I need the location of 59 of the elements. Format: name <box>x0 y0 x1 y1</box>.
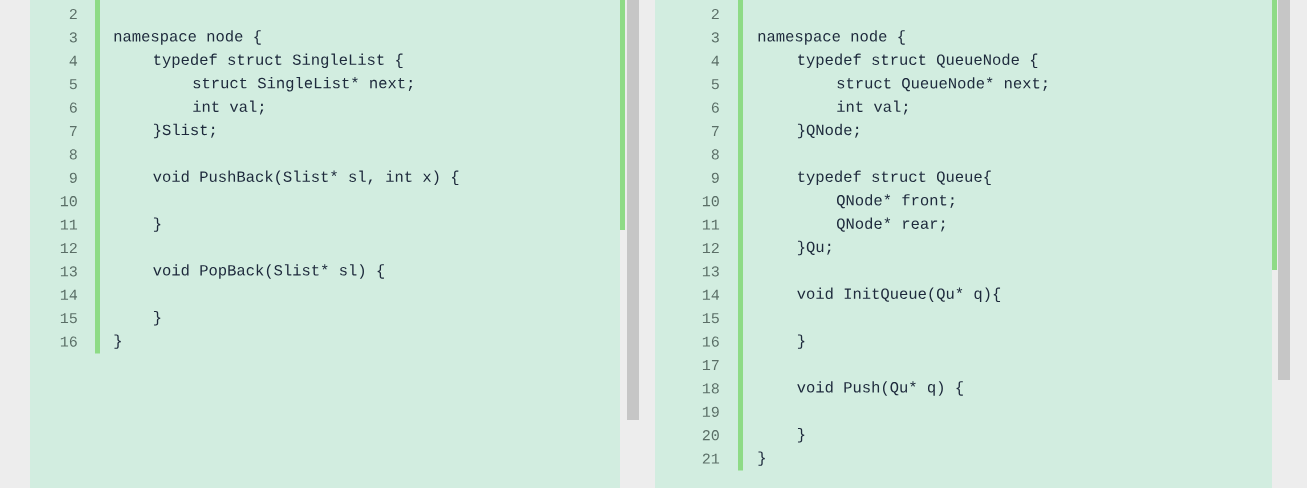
line-number: 9 <box>711 172 719 183</box>
code-line: } <box>114 334 121 349</box>
line-number: 7 <box>711 126 719 136</box>
code-line: void PopBack(Slist* sl) { <box>153 264 384 279</box>
code-line: } <box>153 217 161 232</box>
line-number: 10 <box>702 196 719 207</box>
code-line: QNode* front; <box>837 194 954 209</box>
code-line: } <box>798 334 805 349</box>
line-number: 19 <box>702 406 719 417</box>
line-number: 3 <box>711 32 719 43</box>
line-number: 16 <box>702 336 719 347</box>
code-line: typedef struct Queue{ <box>798 170 991 186</box>
line-number: 18 <box>702 383 719 394</box>
line-number: 15 <box>60 313 77 324</box>
line-number: 6 <box>69 102 77 113</box>
line-number: 5 <box>711 79 719 90</box>
line-number: 15 <box>702 313 719 324</box>
code-line: void PushBack(Slist* sl, int x) { <box>153 170 459 186</box>
line-number: 14 <box>702 289 720 300</box>
code-line: int val; <box>837 100 908 115</box>
code-line: } <box>758 451 765 466</box>
line-number: 2 <box>711 9 719 19</box>
code-line: }QNode; <box>798 123 859 139</box>
line-number: 5 <box>69 79 77 90</box>
line-number: 8 <box>69 149 77 160</box>
code-line: }Qu; <box>798 240 831 256</box>
line-number: 21 <box>702 453 720 464</box>
line-number: 13 <box>702 266 719 277</box>
code-line: struct SingleList* next; <box>193 77 413 92</box>
line-number: 10 <box>60 196 77 207</box>
line-number: 20 <box>702 430 719 441</box>
line-number: 2 <box>69 9 77 19</box>
code-line: typedef struct SingleList { <box>154 53 403 69</box>
line-number: 11 <box>60 219 78 230</box>
line-number: 16 <box>60 336 77 347</box>
code-line: namespace node { <box>114 30 261 45</box>
line-number: 3 <box>69 32 77 43</box>
line-number: 12 <box>702 243 719 253</box>
line-number: 12 <box>60 243 77 253</box>
code-line: }Slist; <box>153 123 215 139</box>
code-line: typedef struct QueueNode { <box>798 53 1038 69</box>
line-number: 4 <box>711 55 720 66</box>
code-line: struct QueueNode* next; <box>837 77 1047 92</box>
line-number: 17 <box>702 360 719 370</box>
line-number: 11 <box>702 219 720 230</box>
line-number: 14 <box>60 289 78 300</box>
line-number: 8 <box>711 149 719 160</box>
line-number: 6 <box>711 102 719 113</box>
code-line: namespace node { <box>758 30 905 45</box>
line-number: 7 <box>69 126 77 136</box>
line-number: 13 <box>60 266 77 277</box>
line-number: 9 <box>69 172 77 183</box>
code-line: } <box>153 311 161 326</box>
code-line: void InitQueue(Qu* q){ <box>797 287 1001 303</box>
line-number: 4 <box>69 55 78 66</box>
code-line: } <box>798 428 805 443</box>
code-line: QNode* rear; <box>837 217 945 232</box>
code-line: void Push(Qu* q) { <box>797 381 963 396</box>
code-line: int val; <box>193 100 264 115</box>
